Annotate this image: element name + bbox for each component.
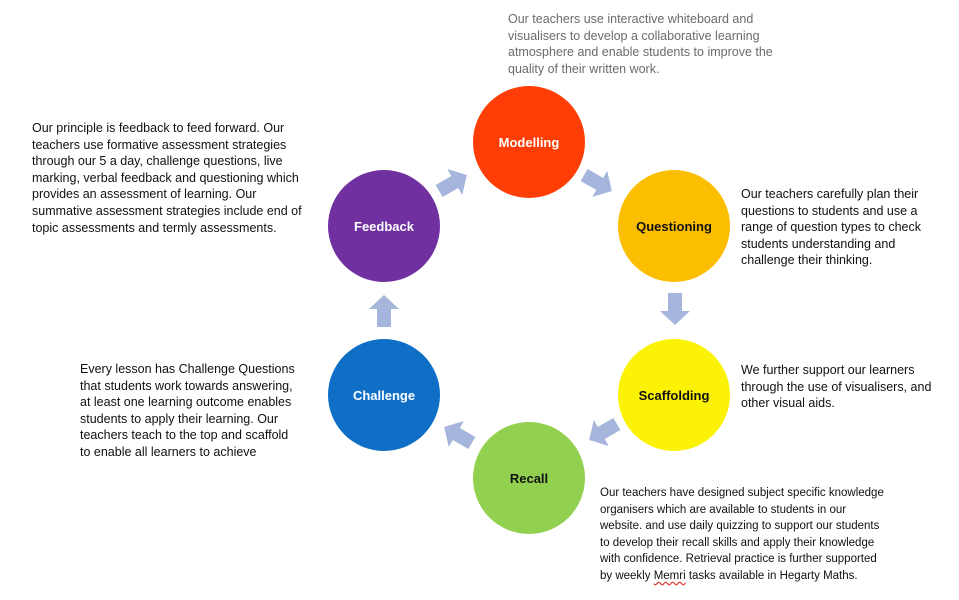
arrow-scaffolding-to-recall	[589, 417, 621, 446]
note-line: teachers teach to the top and scaffold	[80, 428, 289, 443]
note-line: to develop their recall skills and apply…	[600, 536, 875, 549]
note-line: that students work towards answering,	[80, 378, 293, 393]
note-line: Our teachers use interactive whiteboard …	[508, 12, 754, 26]
note-line: at least one learning outcome enables	[80, 395, 292, 410]
recall-note: Our teachers have designed subject speci…	[600, 485, 950, 585]
node-modelling-label: Modelling	[498, 134, 560, 150]
arrow-modelling-to-questioning	[580, 168, 612, 197]
node-questioning-label: Questioning	[636, 218, 712, 234]
note-line-last: by weekly Memri tasks available in Hegar…	[600, 570, 858, 582]
arrow-questioning-to-scaffolding	[660, 293, 690, 325]
node-questioning: Questioning	[618, 170, 730, 282]
note-line: through the use of visualisers, and	[741, 379, 932, 394]
note-line: quality of their written work.	[508, 61, 660, 76]
note-line: Our teachers carefully plan their	[741, 187, 919, 201]
node-modelling: Modelling	[473, 86, 585, 198]
note-line: We further support our learners	[741, 363, 915, 377]
note-line: organisers which are available to studen…	[600, 503, 847, 516]
note-line: challenge their thinking.	[741, 253, 873, 268]
note-line: topic assessments and termly assessments…	[32, 220, 277, 235]
note-line: provides an assessment of learning. Our	[32, 187, 257, 202]
node-scaffolding: Scaffolding	[618, 339, 730, 451]
note-line: website. and use daily quizzing to suppo…	[600, 520, 880, 533]
node-feedback-label: Feedback	[354, 218, 414, 234]
node-challenge: Challenge	[328, 339, 440, 451]
feedback-note: Our principle is feedback to feed forwar…	[32, 120, 327, 236]
note-line: Our principle is feedback to feed forwar…	[32, 121, 285, 135]
spellcheck-underlined-word: Memri	[653, 569, 686, 582]
note-line: students understanding and	[741, 236, 896, 251]
note-line: range of question types to check	[741, 220, 921, 235]
questioning-note: Our teachers carefully plan their questi…	[741, 186, 951, 269]
note-line: Every lesson has Challenge Questions	[80, 362, 295, 376]
node-recall-label: Recall	[509, 470, 549, 486]
note-text: tasks available in Hegarty Maths.	[685, 569, 858, 582]
note-line: students to apply their learning. Our	[80, 411, 279, 426]
note-text: by weekly	[600, 569, 654, 582]
challenge-note: Every lesson has Challenge Questions tha…	[80, 361, 325, 461]
node-recall: Recall	[473, 422, 585, 534]
note-line: visualisers to develop a collaborative l…	[508, 28, 760, 43]
note-line: other visual aids.	[741, 396, 835, 411]
note-line: questions to students and use a	[741, 203, 918, 218]
note-line: to enable all learners to achieve	[80, 444, 257, 459]
note-line: atmosphere and enable students to improv…	[508, 45, 773, 60]
note-line: with confidence. Retrieval practice is f…	[600, 553, 877, 566]
modelling-note: Our teachers use interactive whiteboard …	[508, 11, 828, 77]
note-line: summative assessment strategies include …	[32, 203, 302, 218]
node-feedback: Feedback	[328, 170, 440, 282]
node-challenge-label: Challenge	[352, 387, 416, 403]
note-line: teachers use formative assessment strate…	[32, 137, 287, 152]
node-scaffolding-label: Scaffolding	[638, 387, 710, 403]
scaffolding-note: We further support our learners through …	[741, 362, 953, 412]
note-line: through our 5 a day, challenge questions…	[32, 154, 283, 169]
arrow-recall-to-challenge	[444, 421, 476, 450]
arrow-challenge-to-feedback	[369, 295, 399, 327]
arrow-feedback-to-modelling	[435, 169, 467, 198]
note-line: marking, verbal feedback and questioning…	[32, 170, 299, 185]
note-line: Our teachers have designed subject speci…	[600, 487, 884, 499]
